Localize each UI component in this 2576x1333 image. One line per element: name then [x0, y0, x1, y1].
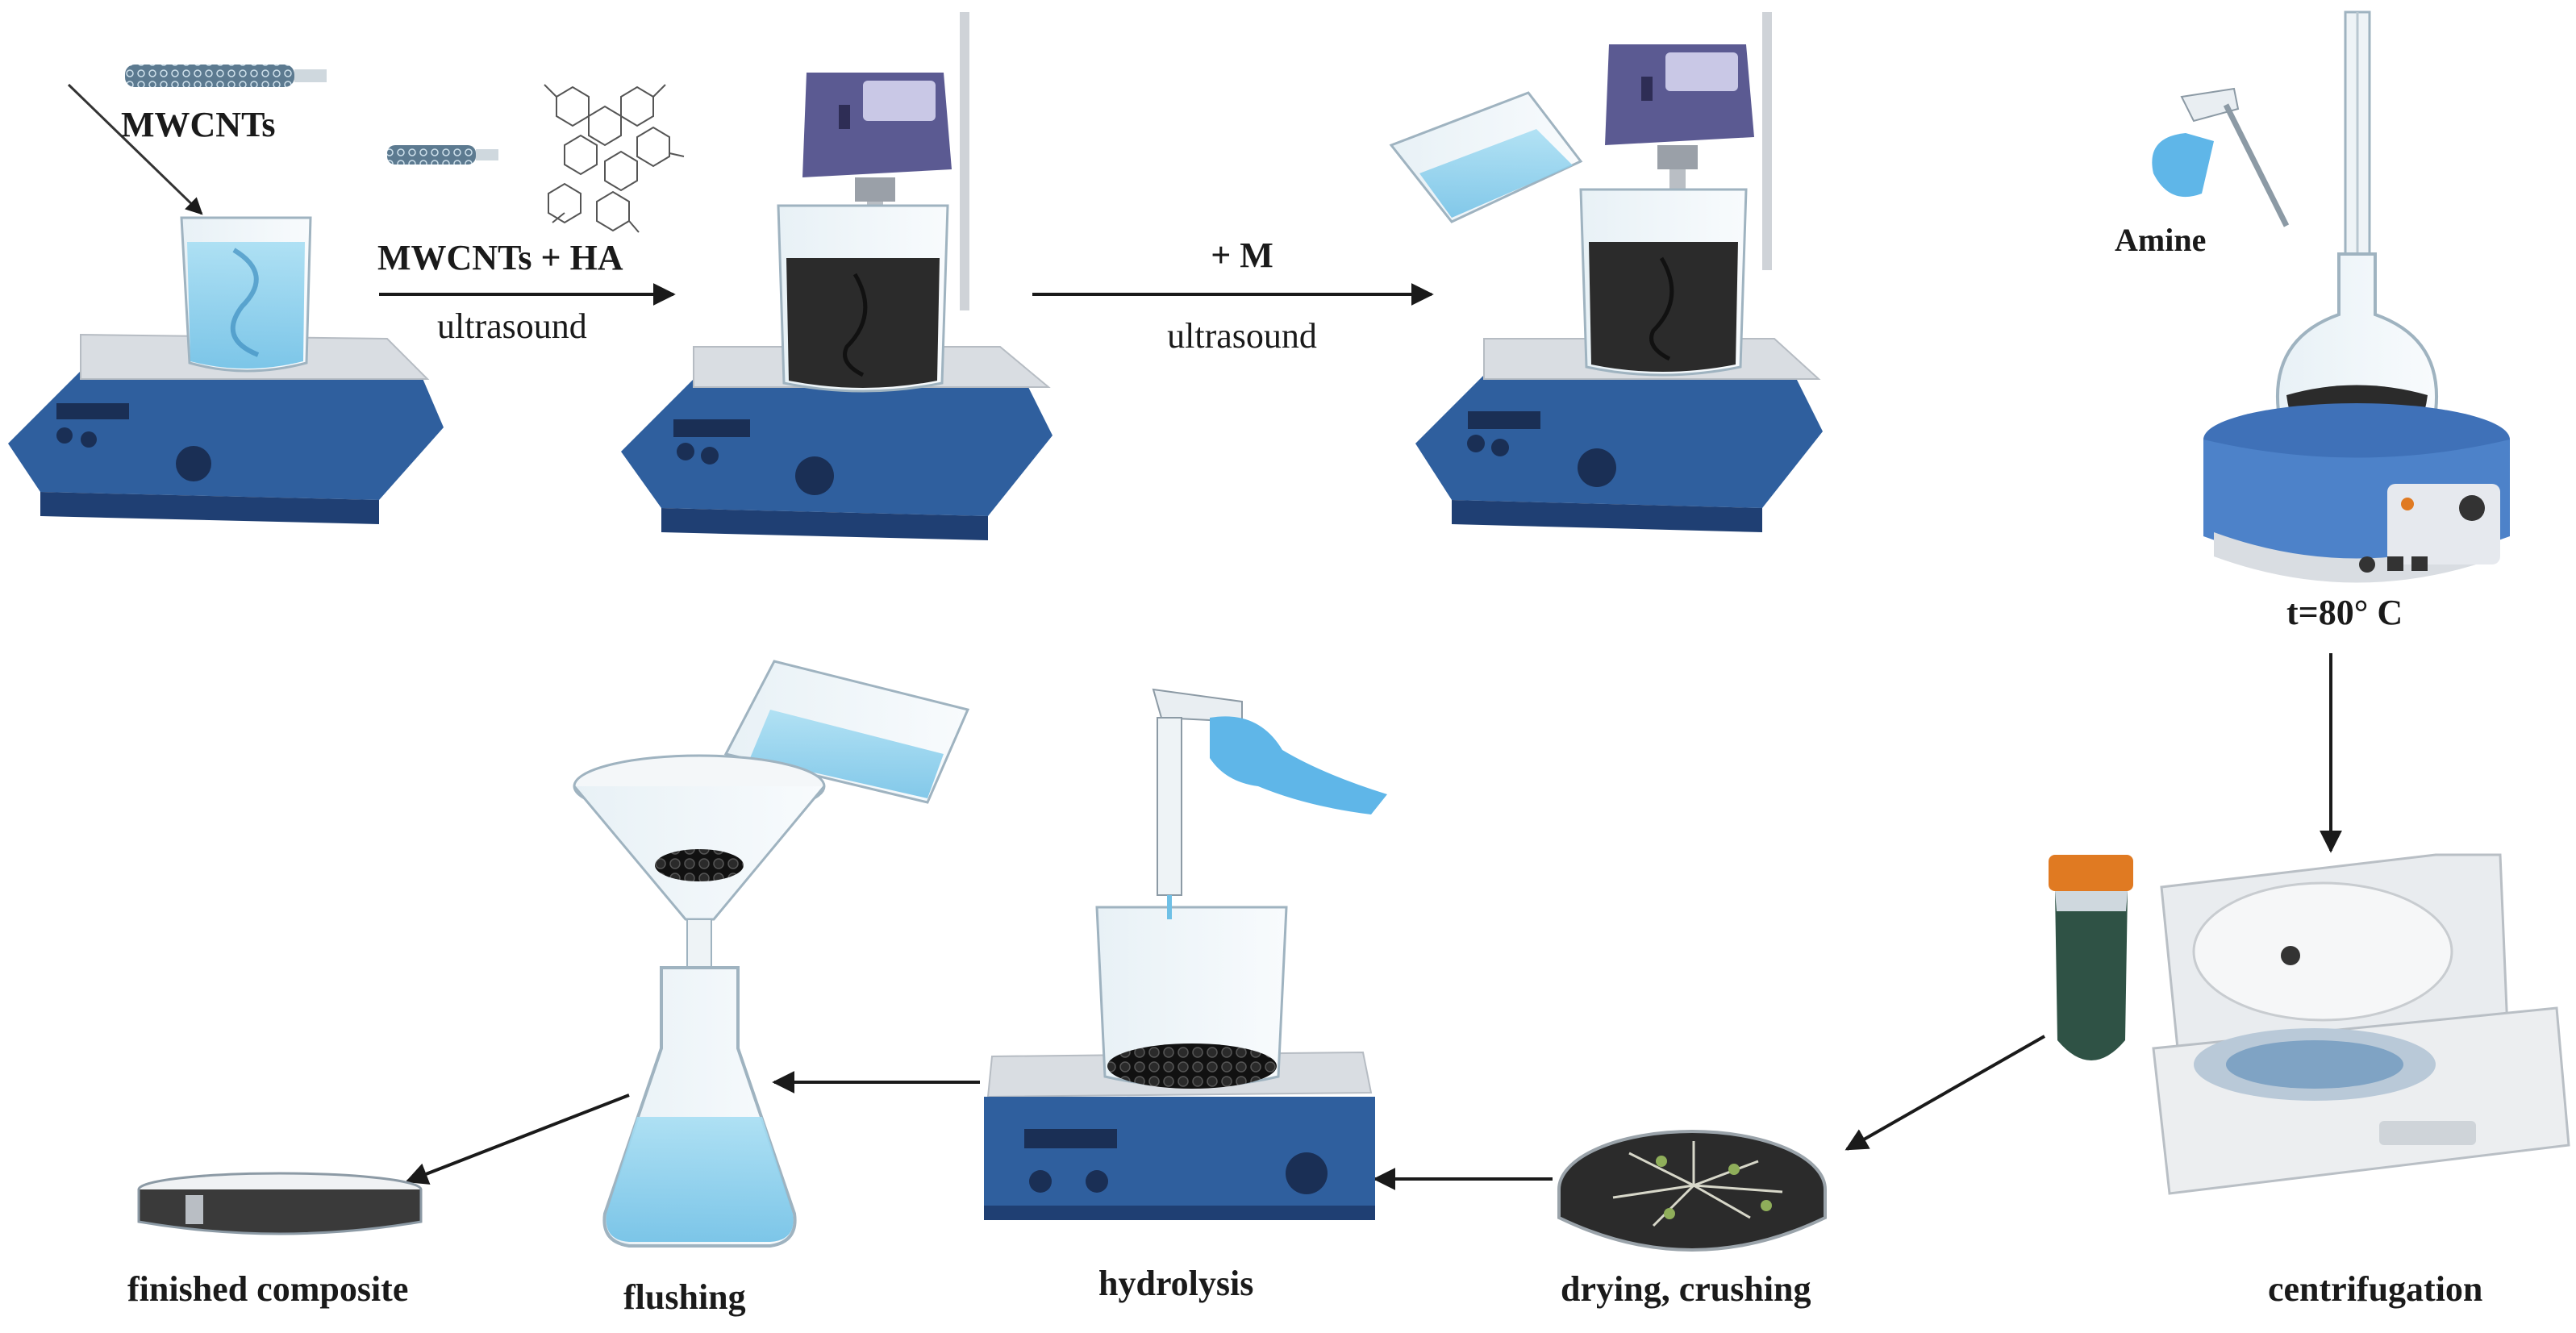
label-finished-composite: finished composite [127, 1269, 409, 1309]
stand-rod [960, 12, 969, 310]
heating-mantle [2203, 403, 2510, 583]
nanotube-icon [125, 65, 327, 87]
label-temperature: t=80° C [2286, 593, 2403, 632]
label-flushing: flushing [623, 1277, 746, 1317]
beaker-water-1 [180, 216, 312, 373]
centrifuge [2152, 853, 2570, 1195]
label-ultrasound-2: ultrasound [1167, 316, 1317, 356]
petri-dish [1557, 1130, 1827, 1252]
centrifuge-tube [2049, 855, 2133, 1060]
beaker-dark-mixture-1 [777, 204, 949, 393]
arrow-centrifuge-to-drying [1844, 1035, 2045, 1151]
stand-rod-2 [1762, 12, 1772, 270]
label-plus-m: + M [1211, 235, 1273, 275]
nanotube-small-icon [387, 145, 498, 165]
label-amine: Amine [2115, 222, 2207, 258]
label-ultrasound-1: ultrasound [437, 306, 587, 346]
beaker-pour-M [1389, 91, 1583, 223]
add-arrow [67, 83, 203, 215]
hydrolysis-beaker [1095, 906, 1288, 1089]
label-centrifugation: centrifugation [2268, 1269, 2483, 1309]
label-drying-crushing: drying, crushing [1561, 1269, 1811, 1309]
humic-acid-molecule-icon [544, 84, 685, 233]
pipette-hand-hydrolysis-icon [1152, 688, 1387, 919]
beaker-dark-mixture-2 [1579, 188, 1748, 377]
label-mwcnts-ha: MWCNTs + HA [377, 238, 623, 277]
arrow-flushing-to-finished [405, 1093, 630, 1185]
label-hydrolysis: hydrolysis [1098, 1264, 1254, 1303]
ultrasonicator-2 [802, 73, 952, 290]
funnel [573, 754, 826, 969]
pipette-hand-icon [2152, 87, 2290, 227]
condenser-icon [2344, 10, 2371, 256]
erlenmeyer-flask [602, 966, 797, 1248]
label-mwcnts: MWCNTs [121, 105, 276, 144]
finished-composite-dish [137, 1172, 423, 1235]
